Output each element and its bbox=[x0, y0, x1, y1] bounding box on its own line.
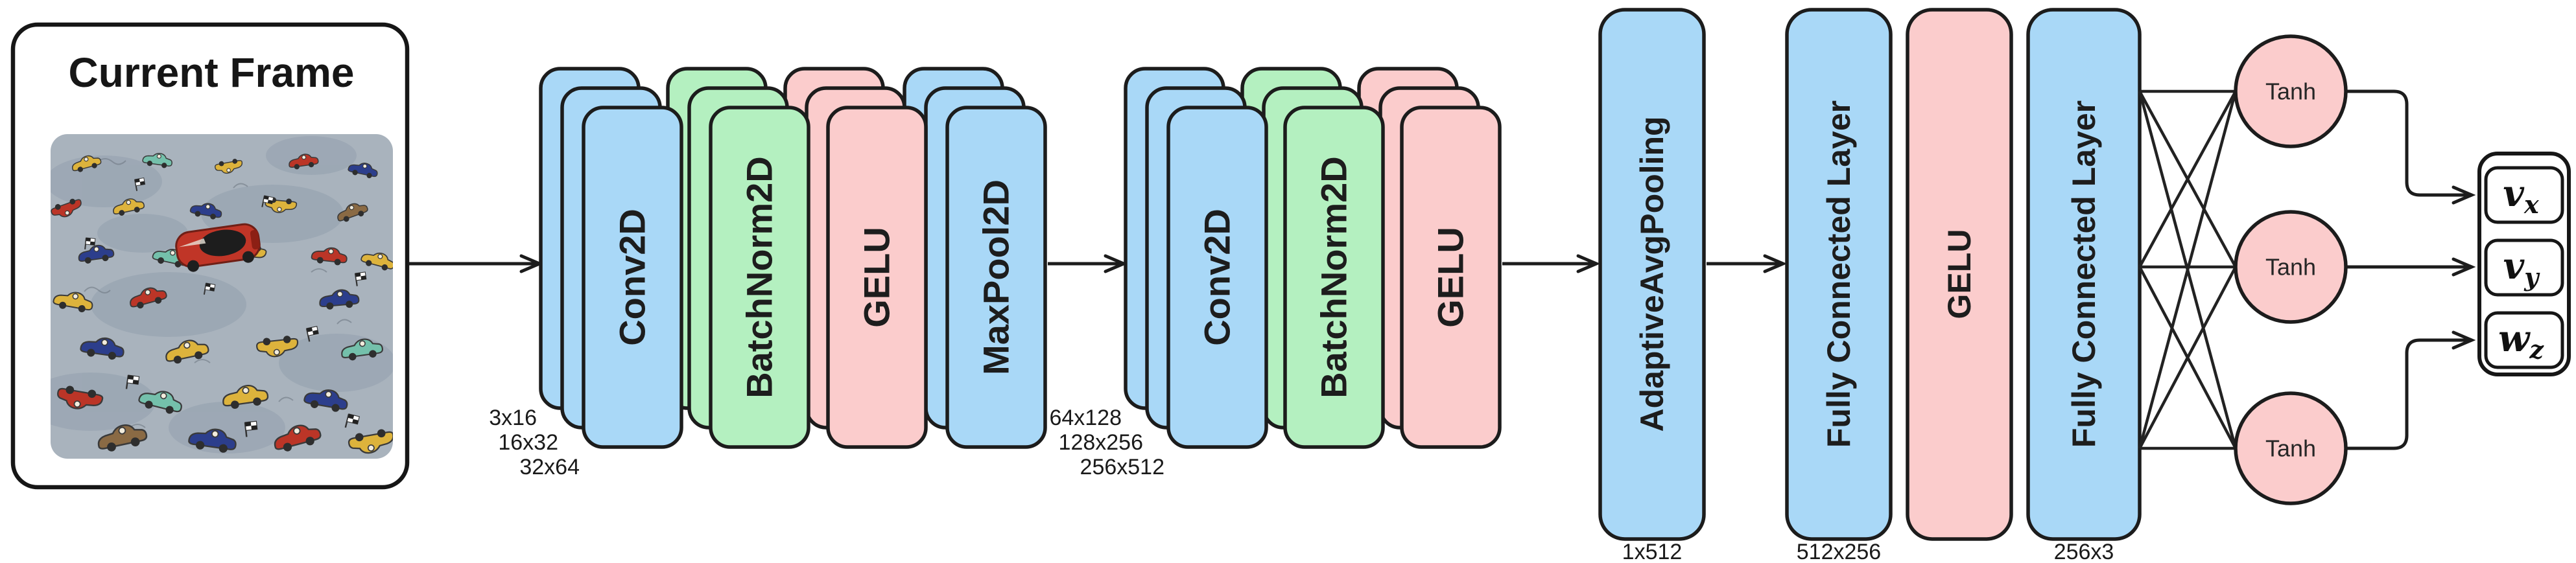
output-arrows bbox=[2346, 89, 2476, 450]
batchnorm2d-sheet-front bbox=[1283, 106, 1385, 449]
conv-stack-1: Conv2D BatchNorm2D GELU MaxPool2D 3x16 1… bbox=[489, 67, 1047, 479]
dim-label: 1x512 bbox=[1622, 540, 1683, 563]
gelu-label: GELU bbox=[1430, 227, 1471, 328]
batchnorm2d-label: BatchNorm2D bbox=[739, 156, 780, 398]
arrow-tanh-to-vx bbox=[2346, 89, 2476, 205]
connection-line bbox=[2138, 266, 2237, 450]
gelu-label: GELU bbox=[857, 227, 897, 328]
maxpool2d-sheet-front bbox=[945, 106, 1047, 449]
current-frame-title: Current Frame bbox=[69, 49, 355, 96]
dim-label: 128x256 bbox=[1059, 430, 1143, 455]
adaptive-avg-pooling-block bbox=[1598, 8, 1706, 541]
maxpool2d-label: MaxPool2D bbox=[976, 179, 1017, 375]
output-label-vx: vx bbox=[2503, 172, 2540, 219]
fully-connected-layer-1-label: Fully Connected Layer bbox=[1821, 100, 1857, 448]
fc-to-tanh-connections bbox=[2138, 89, 2238, 450]
conv2d-label: Conv2D bbox=[612, 209, 653, 346]
conv-stack-2: Conv2D BatchNorm2D GELU 64x128 128x256 2… bbox=[1049, 67, 1502, 479]
dim-label: 3x16 bbox=[489, 406, 537, 430]
output-box-vx bbox=[2484, 166, 2564, 224]
output-vy-subscript: y bbox=[2523, 262, 2540, 292]
connection-line bbox=[2138, 90, 2237, 268]
fully-connected-layer-1-block bbox=[1785, 8, 1893, 541]
tanh-label: Tanh bbox=[2265, 435, 2316, 462]
camera-frame-photo bbox=[51, 134, 393, 459]
output-box-wz bbox=[2484, 311, 2564, 369]
arrow-tanh-to-wz bbox=[2346, 330, 2476, 450]
head-pipeline: AdaptiveAvgPooling 1x512 Fully Connected… bbox=[1598, 8, 2142, 563]
toy-car-pattern bbox=[51, 150, 393, 457]
output-vx-symbol: v bbox=[2503, 172, 2525, 215]
output-wz-subscript: z bbox=[2529, 335, 2544, 364]
conv2d-sheet-front bbox=[582, 106, 683, 449]
output-group: vx vy wz bbox=[2477, 152, 2571, 376]
conv2d-sheet-front bbox=[1166, 106, 1268, 449]
output-label-vy: vy bbox=[2503, 245, 2541, 292]
dim-label: 32x64 bbox=[519, 455, 580, 479]
fully-connected-layer-2-block bbox=[2026, 8, 2142, 541]
output-vx-subscript: x bbox=[2523, 190, 2540, 219]
adaptive-avg-pooling-label: AdaptiveAvgPooling bbox=[1634, 116, 1670, 431]
batchnorm2d-sheet-front bbox=[709, 106, 810, 449]
connection-line bbox=[2138, 91, 2238, 449]
rc-car-icon bbox=[175, 223, 261, 272]
conv2d-label: Conv2D bbox=[1197, 209, 1238, 346]
dim-label: 64x128 bbox=[1049, 406, 1122, 430]
tanh-label: Tanh bbox=[2265, 78, 2316, 105]
output-box-vy bbox=[2484, 238, 2564, 297]
batchnorm2d-label: BatchNorm2D bbox=[1314, 156, 1354, 398]
fully-connected-layer-2-label: Fully Connected Layer bbox=[2066, 100, 2102, 448]
current-frame-box: Current Frame bbox=[10, 22, 410, 490]
output-vy-symbol: v bbox=[2503, 245, 2525, 288]
dim-label: 16x32 bbox=[498, 430, 558, 455]
dim-label: 256x3 bbox=[2054, 540, 2114, 563]
tanh-nodes: Tanh Tanh Tanh bbox=[2234, 34, 2348, 505]
dim-label: 256x512 bbox=[1080, 455, 1164, 479]
output-wz-symbol: w bbox=[2498, 317, 2531, 360]
dim-label: 512x256 bbox=[1797, 540, 1881, 563]
gelu-sheet-front bbox=[826, 106, 928, 449]
gelu-tall-label: GELU bbox=[1941, 229, 1978, 319]
gelu-sheet-front bbox=[1400, 106, 1502, 449]
mat-squiggles bbox=[84, 158, 352, 428]
tanh-label: Tanh bbox=[2265, 254, 2316, 281]
output-label-wz: wz bbox=[2498, 317, 2544, 364]
gelu-tall-block bbox=[1906, 8, 2013, 541]
